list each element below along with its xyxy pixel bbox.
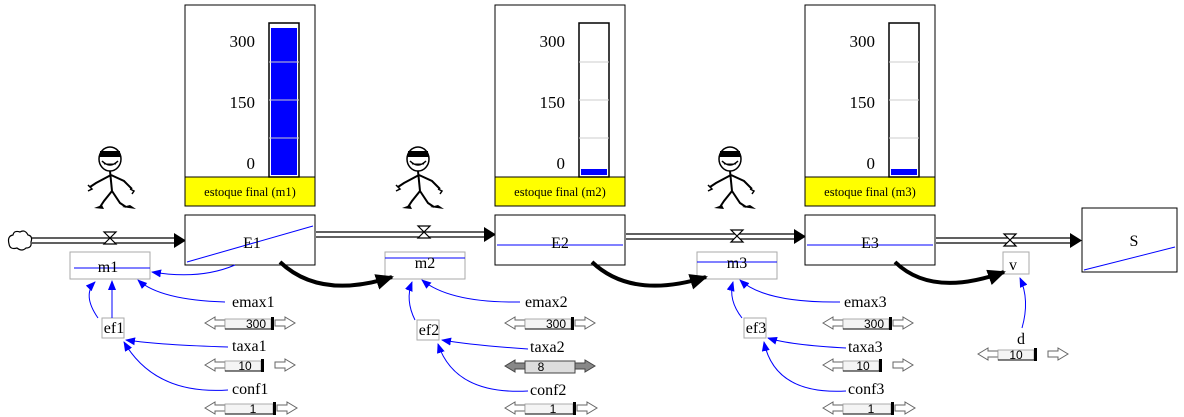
slider-conf3[interactable]: 1 [822, 401, 916, 416]
gauge-caption: estoque final (m2) [514, 185, 606, 199]
cloud-source-icon [7, 230, 33, 251]
link-E1-m2 [278, 260, 394, 290]
link-E2-m3 [590, 260, 708, 290]
slider-value: 10 [1009, 348, 1023, 362]
gauge-tick-mid: 150 [230, 93, 256, 112]
param-label-conf2: conf2 [530, 382, 566, 399]
slider-value: 8 [538, 360, 545, 374]
slider-conf2[interactable]: 1 [504, 401, 598, 416]
slider-emax2[interactable]: 300 [504, 316, 596, 331]
param-label-emax2: emax2 [525, 294, 568, 311]
slider-value: 10 [238, 359, 252, 373]
slider-value: 300 [246, 317, 266, 331]
aux-label: ef1 [104, 320, 124, 337]
slider-taxa2[interactable]: 8 [504, 359, 596, 374]
flow-pipe-m3 [626, 229, 806, 244]
aux-ef2[interactable]: ef2 [416, 319, 440, 341]
gauge-fill-1 [271, 28, 297, 175]
param-label-emax1: emax1 [232, 294, 275, 311]
worker-figure-icon [395, 146, 445, 210]
aux-ef3[interactable]: ef3 [743, 317, 767, 339]
gauge-tick-min: 0 [557, 154, 566, 173]
flow-label: m2 [415, 255, 435, 272]
param-label-emax3: emax3 [844, 294, 887, 311]
slider-value: 300 [546, 317, 566, 331]
param-label-conf3: conf3 [848, 381, 884, 398]
valve-icon [1003, 233, 1017, 247]
stock-S[interactable]: S [1081, 207, 1178, 273]
gauge-tick-min: 0 [867, 154, 876, 173]
gauge-fill-2 [581, 169, 607, 175]
slider-d[interactable]: 10 [977, 347, 1069, 362]
param-label-taxa2: taxa2 [530, 339, 565, 356]
stock-E1[interactable]: E1 [184, 214, 316, 266]
worker-figure-icon [707, 146, 757, 210]
slider-value: 300 [864, 317, 884, 331]
valve-icon [730, 229, 744, 243]
slider-emax3[interactable]: 300 [822, 316, 914, 331]
stock-label: S [1130, 233, 1139, 250]
worker-figure-icon [87, 146, 137, 210]
flow-pipe-v [936, 233, 1082, 248]
gauge-tick-max: 300 [850, 32, 876, 51]
param-label-conf1: conf1 [232, 381, 268, 398]
slider-value: 10 [856, 359, 870, 373]
gauge-caption: estoque final (m1) [204, 185, 296, 199]
stock-label: E1 [243, 235, 261, 252]
aux-ef1[interactable]: ef1 [101, 317, 125, 339]
flow-pipe-m1 [32, 233, 186, 248]
gauge-panel-1: 300 150 0 estoque final (m1) [184, 4, 316, 207]
flow-label: v [1009, 257, 1017, 274]
slider-value: 1 [550, 402, 557, 416]
gauge-tick-min: 0 [247, 154, 256, 173]
gauge-caption: estoque final (m3) [824, 185, 916, 199]
stock-E2[interactable]: E2 [494, 214, 626, 266]
gauge-tick-max: 300 [230, 32, 256, 51]
flow-m3[interactable]: m3 [696, 251, 778, 280]
gauge-tick-mid: 150 [850, 93, 876, 112]
aux-label: ef2 [419, 322, 439, 339]
slider-taxa1[interactable]: 10 [204, 358, 296, 373]
info-links [85, 264, 1028, 392]
gauge-panel-3: 300 150 0 estoque final (m3) [804, 4, 936, 207]
aux-label: ef3 [746, 320, 766, 337]
slider-value: 1 [250, 402, 257, 416]
flow-label: m3 [727, 255, 747, 272]
flow-m2[interactable]: m2 [384, 251, 466, 280]
gauge-tick-mid: 150 [540, 93, 566, 112]
param-label-taxa1: taxa1 [232, 338, 267, 355]
stock-E3[interactable]: E3 [804, 214, 936, 266]
gauge-panel-2: 300 150 0 estoque final (m2) [494, 4, 626, 207]
gauge-tick-max: 300 [540, 32, 566, 51]
flow-v[interactable]: v [1002, 251, 1030, 275]
stock-label: E3 [861, 235, 879, 252]
gauge-fill-3 [891, 169, 917, 175]
slider-conf1[interactable]: 1 [204, 401, 298, 416]
slider-emax1[interactable]: 300 [204, 316, 296, 331]
stock-label: E2 [551, 235, 569, 252]
flow-pipe-m2 [316, 227, 496, 242]
slider-value: 1 [868, 402, 875, 416]
param-label-taxa3: taxa3 [848, 339, 883, 356]
slider-taxa3[interactable]: 10 [822, 358, 914, 373]
link-E3-v [893, 260, 1006, 285]
param-label-d: d [1017, 331, 1025, 348]
flow-m1[interactable]: m1 [69, 251, 151, 280]
flow-label: m1 [98, 259, 118, 276]
